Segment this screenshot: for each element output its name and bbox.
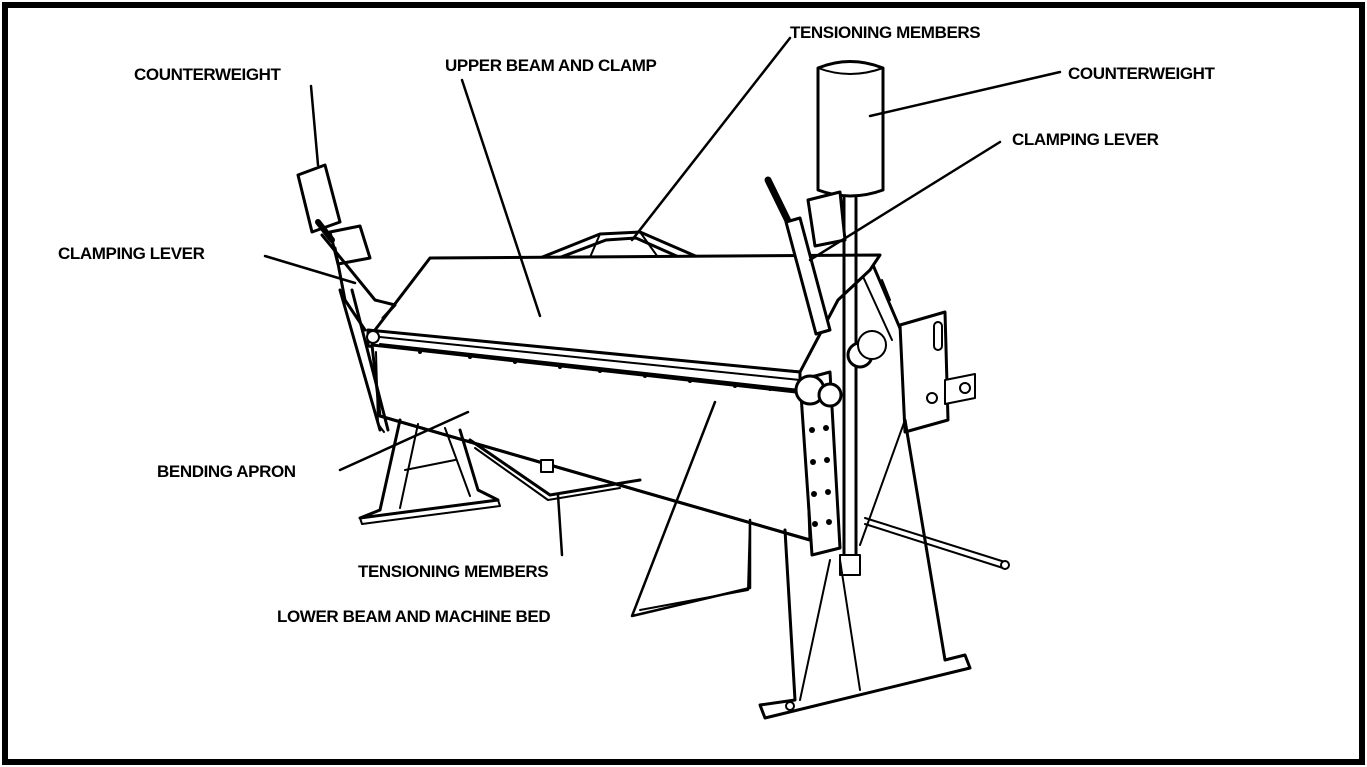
leader-lines <box>263 36 1062 618</box>
label-tensioning-members-top: TENSIONING MEMBERS <box>790 23 980 42</box>
callout-labels: COUNTERWEIGHT UPPER BEAM AND CLAMP TENSI… <box>58 23 1216 626</box>
label-upper-beam-and-clamp: UPPER BEAM AND CLAMP <box>445 56 656 75</box>
right-clamping-lever <box>764 176 847 336</box>
label-clamping-lever-right: CLAMPING LEVER <box>1012 130 1159 149</box>
label-clamping-lever-left: CLAMPING LEVER <box>58 244 205 263</box>
right-rod <box>864 517 1010 570</box>
lower-tensioning-members <box>468 438 642 501</box>
lower-beam-edge <box>378 414 812 542</box>
label-lower-beam-and-machine-bed: LOWER BEAM AND MACHINE BED <box>277 607 550 626</box>
leader-lower-beam <box>630 400 752 618</box>
left-counterweight-assembly <box>296 163 397 332</box>
leader-tensioning-bottom <box>556 493 564 557</box>
apron-bolts <box>418 350 772 391</box>
leader-clamping-lever-right <box>808 140 1002 262</box>
left-apron-arm <box>338 288 390 432</box>
label-counterweight-right: COUNTERWEIGHT <box>1068 64 1216 83</box>
leader-counterweight-left <box>309 84 320 167</box>
leader-clamping-lever-left <box>263 254 357 285</box>
leader-bending-apron <box>338 410 470 472</box>
leader-counterweight-right <box>868 70 1062 118</box>
label-bending-apron: BENDING APRON <box>157 462 296 481</box>
right-end-plate <box>794 330 887 557</box>
label-tensioning-members-bottom: TENSIONING MEMBERS <box>358 562 548 581</box>
leader-upper-beam <box>460 78 542 318</box>
left-stand <box>358 418 501 525</box>
label-counterweight-left: COUNTERWEIGHT <box>134 65 282 84</box>
right-counterweight-assembly <box>816 60 885 576</box>
right-side-bracket <box>898 310 976 434</box>
leader-tensioning-top <box>630 36 792 242</box>
machine-illustration <box>296 60 1010 720</box>
